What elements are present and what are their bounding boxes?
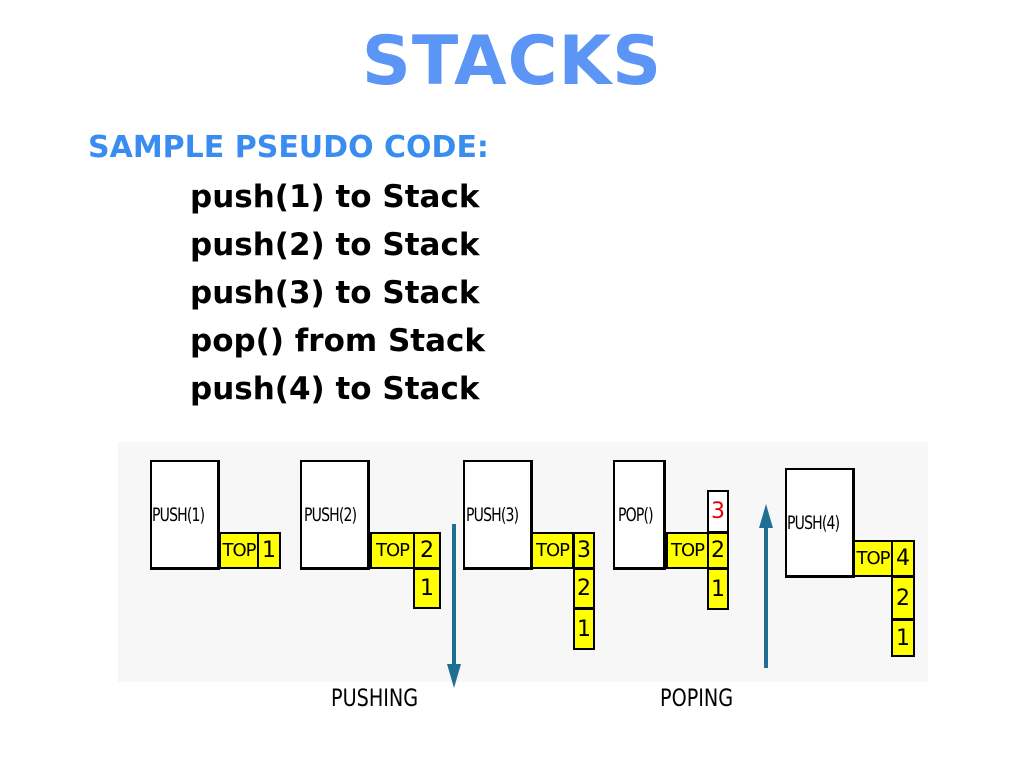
top-label: TOP	[531, 532, 574, 569]
stack-cell: 4	[891, 540, 915, 577]
code-line: push(4) to Stack	[190, 371, 480, 407]
stack-cell: 1	[891, 619, 915, 657]
poping-arrow-icon	[759, 504, 773, 668]
slide-title: STACKS	[361, 22, 663, 101]
stack-cell: 1	[257, 532, 281, 569]
op-label-pop: POP()	[618, 504, 654, 526]
pushing-arrow-icon	[447, 524, 461, 688]
op-box-pop	[613, 460, 666, 570]
code-line: pop() from Stack	[190, 323, 486, 359]
op-box-push-2	[300, 460, 370, 570]
stack-cell: 2	[413, 532, 441, 569]
stack-cell: 1	[413, 568, 441, 609]
op-label-push-1: PUSH(1)	[152, 504, 205, 526]
stack-cell: 1	[573, 608, 595, 650]
op-box-push-1	[150, 460, 220, 570]
stack-cell: 2	[891, 576, 915, 620]
top-label: TOP	[853, 540, 893, 577]
pushing-label: PUSHING	[331, 684, 419, 712]
op-label-push-2: PUSH(2)	[304, 504, 357, 526]
stack-cell: 2	[707, 532, 729, 569]
stack-diagram: PUSH(1) TOP 1 PUSH(2) TOP 2 1 PUSH(3) TO…	[118, 442, 928, 688]
code-line: push(2) to Stack	[190, 227, 480, 263]
stack-cell: 1	[707, 568, 729, 610]
popped-cell: 3	[707, 490, 729, 533]
poping-label: POPING	[660, 684, 734, 712]
op-label-push-4: PUSH(4)	[787, 512, 840, 534]
top-label: TOP	[666, 532, 709, 569]
op-label-push-3: PUSH(3)	[466, 504, 519, 526]
code-heading: SAMPLE PSEUDO CODE:	[88, 130, 489, 165]
op-box-push-4	[785, 468, 855, 578]
arrows-layer	[447, 504, 773, 688]
code-line: push(3) to Stack	[190, 275, 480, 311]
op-box-push-3	[463, 460, 533, 570]
code-line: push(1) to Stack	[190, 179, 480, 215]
pseudo-code-list: push(1) to Stack push(2) to Stack push(3…	[190, 177, 485, 417]
